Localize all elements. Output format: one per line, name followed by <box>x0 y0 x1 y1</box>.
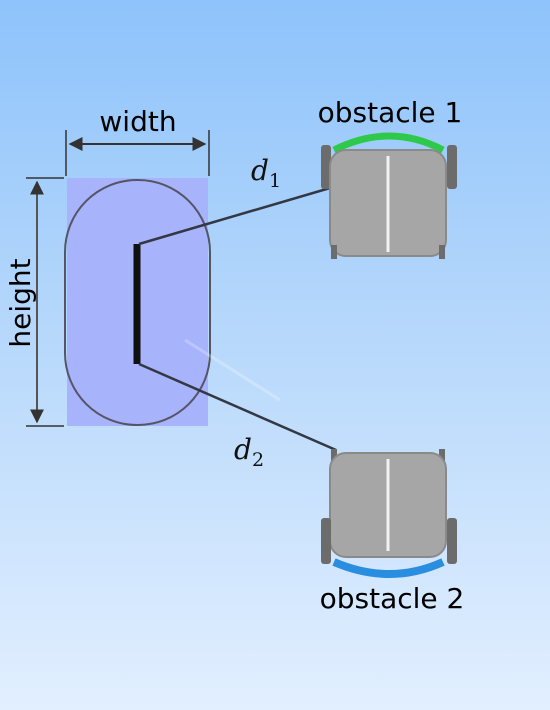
d2-label: d2 <box>234 433 264 471</box>
obstacle-2-wheel-top-left <box>331 449 337 463</box>
obstacle-1-wheel-bottom-left <box>331 245 337 259</box>
obstacle-2-label: obstacle 2 <box>320 582 465 615</box>
distance-line-d1 <box>138 186 331 246</box>
robot-outline <box>64 179 211 426</box>
obstacle-2-wheel-top-right <box>439 449 445 463</box>
distance-line-d2 <box>138 362 337 452</box>
obstacle-2-wheel-bottom-left <box>321 518 331 564</box>
obstacle-2-marker <box>332 558 445 578</box>
obstacle-1-wheel-top-left <box>321 145 331 189</box>
obstacle-2: obstacle 2 <box>320 449 465 615</box>
faint-reflection-line <box>184 338 281 402</box>
height-label: height <box>4 258 37 347</box>
width-label: width <box>99 105 176 138</box>
obstacle-1: obstacle 1 <box>318 96 463 259</box>
obstacle-1-wheel-bottom-right <box>439 245 445 259</box>
obstacle-2-wheel-bottom-right <box>447 518 457 564</box>
d1-label: d1 <box>251 154 281 192</box>
obstacle-1-wheel-top-right <box>447 145 457 189</box>
obstacle-1-marker <box>332 132 445 154</box>
obstacle-1-label: obstacle 1 <box>318 96 463 129</box>
